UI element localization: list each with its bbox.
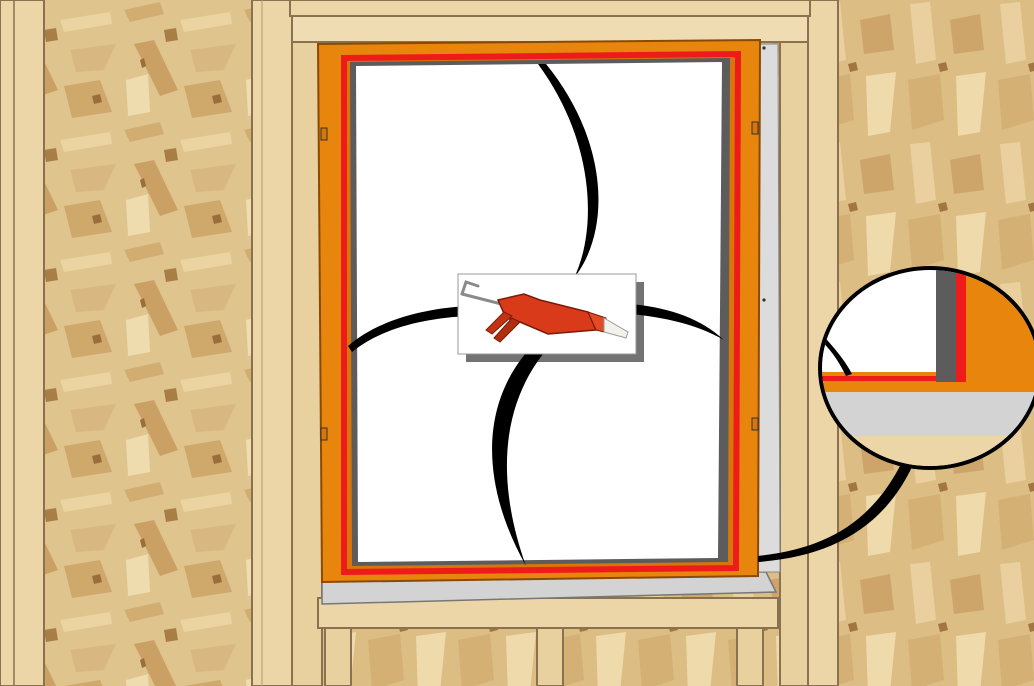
cripple-stud-right [736,627,764,686]
jack-stud-right [779,41,809,686]
hinge-right-bottom [751,417,759,431]
sealant-bead [341,50,742,576]
arc-top [538,64,599,278]
cripple-stud-mid [536,627,564,686]
arc-bottom [492,340,548,566]
arc-left [348,306,468,352]
hinge-left-bottom [320,427,328,441]
cripple-stud-left [324,627,352,686]
hinge-right-top [751,121,759,135]
arc-right [632,304,724,340]
header-beam [291,15,809,43]
hinge-left-top [320,127,328,141]
corner-post [0,0,45,686]
king-stud-left [251,0,293,686]
sill-plate [317,597,779,629]
header-beam-top [289,0,811,17]
caulking-gun-card [457,273,644,362]
jack-stud-left [291,41,323,686]
caulking-gun-icon [460,280,629,343]
